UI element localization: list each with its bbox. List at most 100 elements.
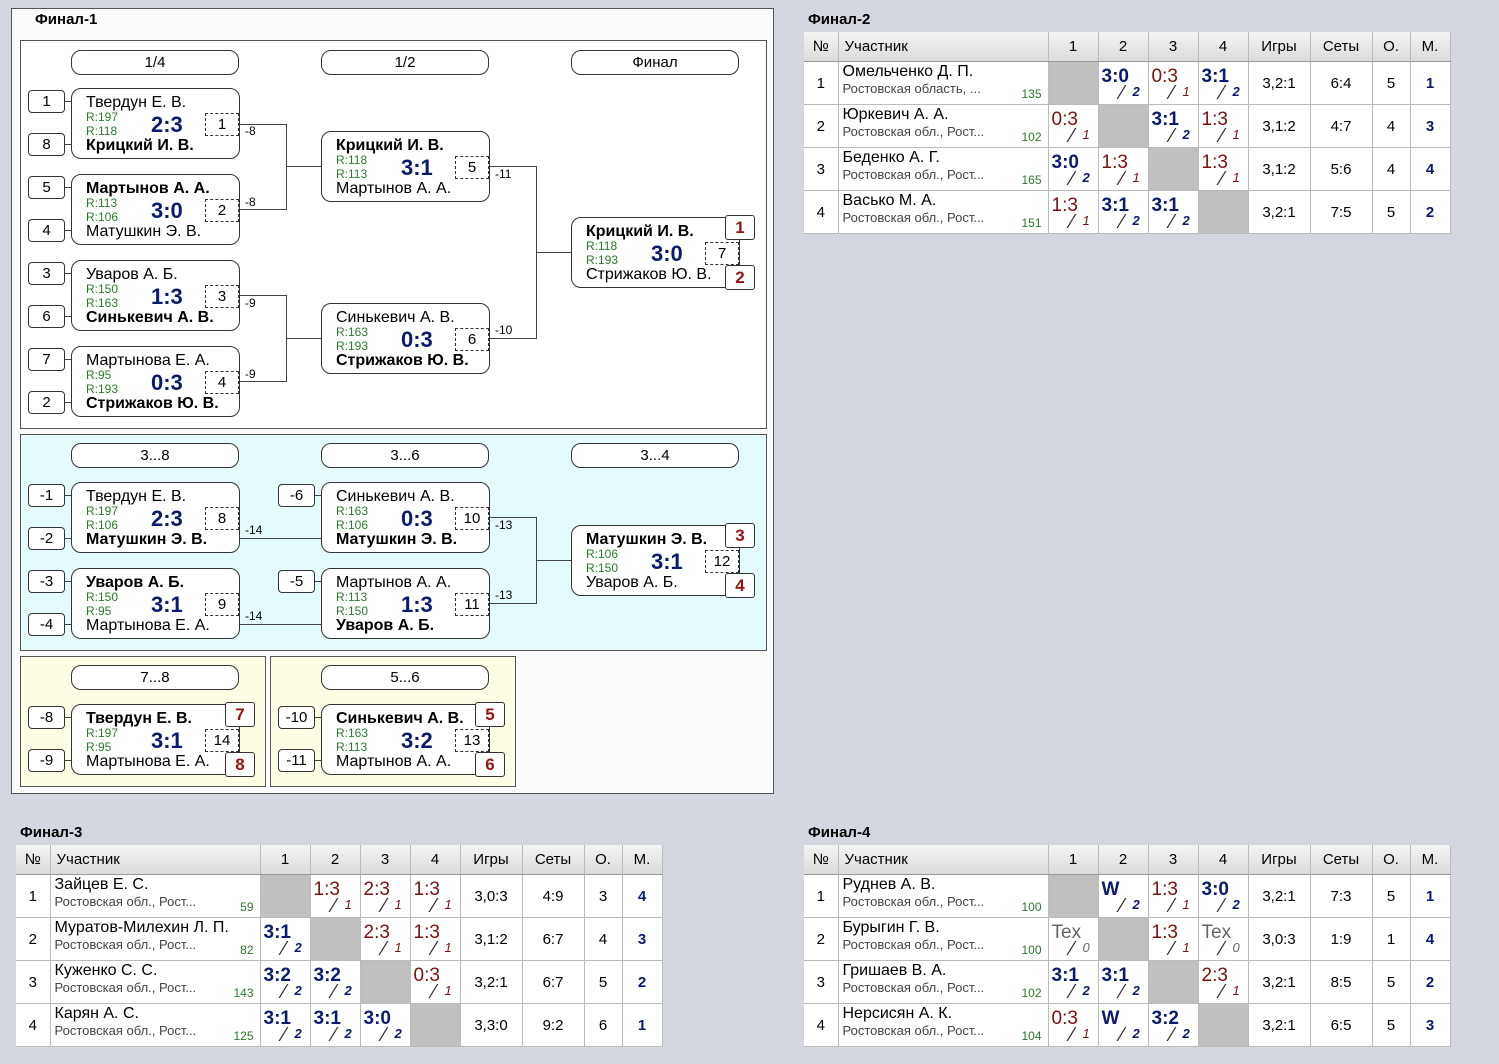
column-header-place[interactable]: М. [1410, 32, 1451, 62]
participant-name: Муратов-Милехин Л. П. [54, 918, 229, 936]
match-box[interactable]: Мартынова Е. А. R:95 R:193 0:3 4 Стрижак… [71, 346, 240, 417]
match-box[interactable]: Крицкий И. В. R:118 R:113 3:1 5 Мартынов… [321, 131, 490, 202]
match-number: 2 [205, 199, 239, 222]
result-score: 1:3 [1201, 109, 1228, 130]
participant-cell: Куженко С. С.Ростовская обл., Рост...143 [50, 960, 261, 1004]
result-points: 2 [294, 940, 302, 955]
games-cell: 3,0:3 [1248, 917, 1311, 961]
column-header-place[interactable]: М. [1410, 845, 1451, 875]
match-box[interactable]: Уваров А. Б. R:150 R:95 3:1 9 Мартынова … [71, 568, 240, 639]
place-cell: 2 [1410, 960, 1451, 1004]
column-header-no[interactable]: № [804, 32, 839, 62]
participant-rating: 102 [1021, 130, 1042, 144]
match-box[interactable]: Мартынов А. А. R:113 R:106 3:0 2 Матушки… [71, 174, 240, 245]
loser-seed-box: -6 [278, 484, 315, 507]
match-box[interactable]: Уваров А. Б. R:150 R:163 1:3 3 Синькевич… [71, 260, 240, 331]
slash-divider: ⁄ [382, 895, 386, 917]
column-header-c2[interactable]: 2 [1098, 845, 1149, 875]
column-header-c3[interactable]: 3 [1148, 845, 1199, 875]
result-score: 3:0 [1201, 879, 1229, 900]
match-box[interactable]: Мартынов А. А. R:113 R:150 1:3 11 Уваров… [321, 568, 490, 639]
match-box[interactable]: Синькевич А. В. R:163 R:113 3:2 13 Марты… [321, 704, 490, 775]
loser-route-label: -14 [245, 609, 263, 623]
column-header-games[interactable]: Игры [460, 845, 523, 875]
column-header-games[interactable]: Игры [1248, 32, 1311, 62]
slash-divider: ⁄ [1170, 895, 1174, 917]
slash-divider: ⁄ [282, 938, 286, 960]
column-header-pts[interactable]: О. [584, 845, 623, 875]
slash-divider: ⁄ [1170, 125, 1174, 147]
games-cell: 3,2:1 [1248, 960, 1311, 1004]
participant-rating: 59 [240, 900, 254, 914]
column-header-games[interactable]: Игры [1248, 845, 1311, 875]
column-header-c1[interactable]: 1 [1048, 32, 1099, 62]
stage-5-6: 5...6 [321, 665, 489, 690]
match-score: 3:1 [151, 592, 183, 617]
column-header-pts[interactable]: О. [1372, 845, 1411, 875]
column-header-sets[interactable]: Сеты [522, 845, 585, 875]
sets-cell: 9:2 [522, 1003, 585, 1047]
participant-cell: Бурыгин Г. В.Ростовская обл., Рост...100 [838, 917, 1049, 961]
match-box[interactable]: Синькевич А. В. R:163 R:106 0:3 10 Матуш… [321, 482, 490, 553]
column-header-name[interactable]: Участник [50, 845, 261, 875]
player-top: Крицкий И. В. [336, 137, 444, 154]
column-header-no[interactable]: № [804, 845, 839, 875]
stage-final: Финал [571, 50, 739, 75]
column-header-c4[interactable]: 4 [410, 845, 461, 875]
match-box[interactable]: Матушкин Э. В. R:106 R:150 3:1 12 Уваров… [571, 525, 740, 596]
slash-divider: ⁄ [382, 1024, 386, 1046]
column-header-sets[interactable]: Сеты [1310, 845, 1373, 875]
result-points: 0 [1082, 940, 1090, 955]
result-points: 1 [1232, 170, 1240, 185]
column-header-name[interactable]: Участник [838, 845, 1049, 875]
column-header-c2[interactable]: 2 [1098, 32, 1149, 62]
rating-bottom: R:106 [336, 518, 369, 532]
column-header-c4[interactable]: 4 [1198, 32, 1249, 62]
match-box[interactable]: Крицкий И. В. R:118 R:193 3:0 7 Стрижако… [571, 217, 740, 288]
player-bottom: Матушкин Э. В. [86, 531, 208, 548]
column-header-c2[interactable]: 2 [310, 845, 361, 875]
rating-top: R:150 [86, 590, 119, 604]
match-box[interactable]: Твердун Е. В. R:197 R:95 3:1 14 Мартынов… [71, 704, 240, 775]
final4-title: Финал-4 [808, 824, 871, 841]
column-header-c4[interactable]: 4 [1198, 845, 1249, 875]
result-score: 1:3 [1151, 922, 1178, 943]
column-header-sets[interactable]: Сеты [1310, 32, 1373, 62]
match-box[interactable]: Синькевич А. В. R:163 R:193 0:3 6 Стрижа… [321, 303, 490, 374]
column-header-c1[interactable]: 1 [1048, 845, 1099, 875]
result-points: 2 [1132, 1026, 1140, 1041]
column-header-c3[interactable]: 3 [360, 845, 411, 875]
participant-rating: 135 [1021, 87, 1042, 101]
match-box[interactable]: Твердун Е. В. R:197 R:106 2:3 8 Матушкин… [71, 482, 240, 553]
slash-divider: ⁄ [1070, 168, 1074, 190]
participant-name: Карян А. С. [54, 1004, 139, 1022]
match-number: 3 [205, 285, 239, 308]
column-header-c1[interactable]: 1 [260, 845, 311, 875]
games-cell: 3,2:1 [460, 960, 523, 1004]
row-number: 2 [804, 917, 839, 961]
column-header-name[interactable]: Участник [838, 32, 1049, 62]
column-header-no[interactable]: № [16, 845, 51, 875]
participant-rating: 100 [1021, 900, 1042, 914]
result-score: 3:1 [1201, 66, 1229, 87]
rating-top: R:113 [336, 590, 368, 604]
match-box[interactable]: Твердун Е. В. R:197 R:118 2:3 1 Крицкий … [71, 88, 240, 159]
result-score: 1:3 [413, 922, 440, 943]
result-cell: 3:0⁄2 [1198, 874, 1249, 918]
result-score: 3:1 [1051, 965, 1079, 986]
column-header-pts[interactable]: О. [1372, 32, 1411, 62]
column-header-c3[interactable]: 3 [1148, 32, 1199, 62]
column-header-place[interactable]: М. [622, 845, 663, 875]
